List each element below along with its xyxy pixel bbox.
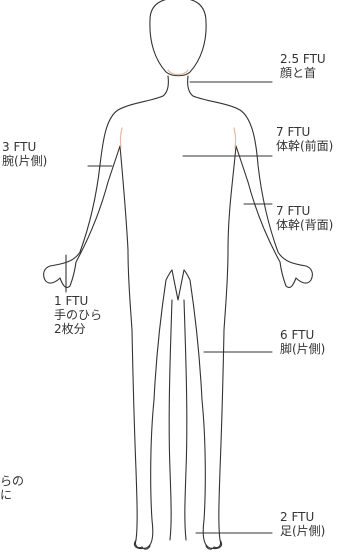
cut-off-note-line1: らの	[0, 474, 25, 488]
cut-off-note-line2: に	[0, 488, 13, 502]
crotch-line	[171, 269, 185, 301]
label-trunk-front-amount: 7 FTU	[276, 125, 311, 139]
label-face-neck: 2.5 FTU 顔と首	[280, 52, 326, 80]
label-leg: 6 FTU 脚(片側)	[280, 328, 325, 356]
label-face-neck-amount: 2.5 FTU	[280, 52, 326, 66]
label-palm-region: 手のひら	[54, 308, 103, 322]
neck-detail	[167, 69, 189, 76]
label-leg-region: 脚(片側)	[280, 342, 326, 356]
shoulder-detail-right	[233, 127, 237, 149]
label-trunk-front-region: 体幹(前面)	[276, 139, 334, 153]
label-trunk-back-region: 体幹(背面)	[276, 218, 334, 232]
label-foot: 2 FTU 足(片側)	[280, 510, 325, 538]
label-arm: 3 FTU 腕(片側)	[2, 140, 47, 168]
label-palm-note: 2枚分	[54, 322, 86, 336]
toes-left	[134, 539, 151, 550]
label-palm: 1 FTU 手のひら 2枚分	[54, 294, 102, 336]
label-trunk-back-amount: 7 FTU	[276, 204, 311, 218]
inner-leg-right	[183, 299, 188, 541]
body-outline-left	[43, 75, 173, 550]
toes-right	[205, 539, 222, 550]
label-foot-amount: 2 FTU	[280, 510, 315, 524]
body-outline-right	[183, 75, 313, 550]
label-palm-amount: 1 FTU	[54, 294, 89, 308]
head-outline	[149, 0, 207, 77]
label-trunk-back: 7 FTU 体幹(背面)	[276, 204, 333, 232]
inner-leg-left	[168, 299, 173, 541]
label-leg-amount: 6 FTU	[280, 328, 315, 342]
label-arm-region: 腕(片側)	[2, 154, 48, 168]
label-face-neck-region: 顔と首	[280, 66, 317, 80]
label-foot-region: 足(片側)	[280, 524, 326, 538]
shoulder-detail-left	[119, 127, 123, 149]
label-trunk-front: 7 FTU 体幹(前面)	[276, 125, 333, 153]
cut-off-note: らの に	[0, 474, 24, 502]
label-arm-amount: 3 FTU	[2, 140, 37, 154]
